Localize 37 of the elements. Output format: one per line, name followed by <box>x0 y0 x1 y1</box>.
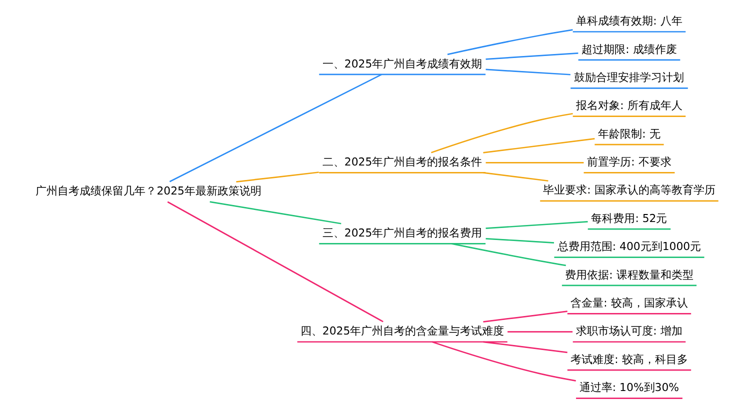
connector <box>485 238 554 244</box>
connector <box>168 74 382 182</box>
connector <box>482 138 594 154</box>
node-text: 含金量: 较高，国家承认 <box>570 296 688 310</box>
connector <box>430 112 572 154</box>
node-text: 超过期限: 成绩作废 <box>581 42 676 56</box>
connector <box>236 172 318 182</box>
connector <box>485 68 570 76</box>
connector <box>482 310 567 323</box>
connector <box>485 221 588 229</box>
node-text: 费用依据: 课程数量和类型 <box>564 268 693 282</box>
node-text: 广州自考成绩保留几年？2025年最新政策说明 <box>35 184 261 198</box>
connector <box>446 29 572 56</box>
connector <box>485 52 578 60</box>
node-text: 每科费用: 52元 <box>590 212 667 225</box>
connector <box>209 201 341 224</box>
node-text: 单科成绩有效期: 八年 <box>576 14 682 28</box>
node-text: 一、2025年广州自考成绩有效期 <box>322 57 482 70</box>
node-text: 四、2025年广州自考的含金量与考试难度 <box>300 324 504 338</box>
node-text: 前置学历: 不要求 <box>586 156 671 169</box>
connector <box>507 331 572 333</box>
node-text: 三、2025年广州自考的报名费用 <box>322 226 482 240</box>
node-text: 报名对象: 所有成年人 <box>576 99 682 112</box>
connector <box>482 172 548 182</box>
node-text: 二、2025年广州自考的报名条件 <box>322 156 482 169</box>
node-text: 毕业要求: 国家承认的高等教育学历 <box>542 184 715 197</box>
node-text: 通过率: 10%到30% <box>578 381 679 394</box>
node-text: 鼓励合理安排学习计划 <box>574 70 684 84</box>
connector <box>431 341 576 382</box>
connector <box>482 341 567 354</box>
connector <box>485 162 584 164</box>
connector <box>450 243 566 266</box>
node-text: 总费用范围: 400元到1000元 <box>556 240 701 254</box>
node-text: 年龄限制: 无 <box>598 127 660 140</box>
node-text: 求职市场认可度: 增加 <box>576 324 682 338</box>
node-text: 考试难度: 较高，科目多 <box>570 352 688 366</box>
connector <box>166 201 383 322</box>
